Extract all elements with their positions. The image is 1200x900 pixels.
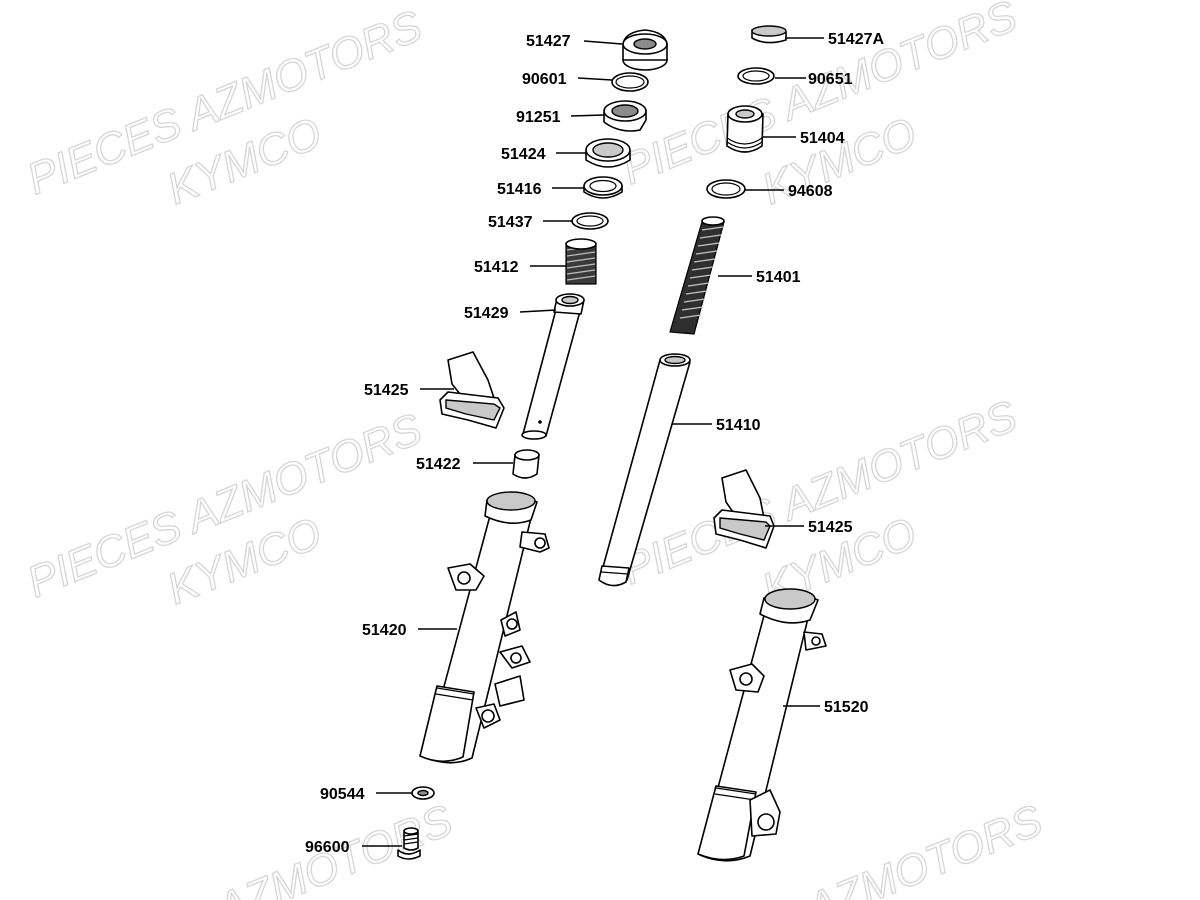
watermark-layer: PIECES AZMOTORS KYMCO PIECES AZMOTORS KY… xyxy=(20,0,1050,900)
label-90544[interactable]: 90544 xyxy=(320,786,365,803)
part-90651-oring[interactable] xyxy=(737,67,775,85)
part-51425-right-cover[interactable] xyxy=(713,469,775,549)
label-51416[interactable]: 51416 xyxy=(497,181,542,198)
label-90601[interactable]: 90601 xyxy=(522,71,567,88)
part-51424-bush[interactable] xyxy=(585,138,631,168)
label-51520[interactable]: 51520 xyxy=(824,699,869,716)
part-51401-main-spring[interactable] xyxy=(669,216,725,335)
part-51422-oil-lock[interactable] xyxy=(512,449,540,479)
label-91251[interactable]: 91251 xyxy=(516,109,561,126)
label-51420[interactable]: 51420 xyxy=(362,622,407,639)
part-51429-damper-rod[interactable] xyxy=(521,293,585,440)
part-51520-right-lower-leg[interactable] xyxy=(697,588,827,862)
part-51420-left-lower-leg[interactable] xyxy=(419,491,550,764)
label-94608[interactable]: 94608 xyxy=(788,183,833,200)
part-90544-washer[interactable] xyxy=(411,786,435,800)
label-51412[interactable]: 51412 xyxy=(474,259,519,276)
part-51410-inner-tube[interactable] xyxy=(598,353,691,587)
part-94608-oring[interactable] xyxy=(706,179,746,199)
part-51427-cap[interactable] xyxy=(622,29,668,71)
label-51425-left[interactable]: 51425 xyxy=(364,382,409,399)
part-91251-seal[interactable] xyxy=(603,100,647,132)
label-51429[interactable]: 51429 xyxy=(464,305,509,322)
part-labels: 51427 51427A 90601 90651 91251 51404 514… xyxy=(305,31,884,856)
part-51416-ring[interactable] xyxy=(583,176,623,199)
label-51437[interactable]: 51437 xyxy=(488,214,533,231)
label-51410[interactable]: 51410 xyxy=(716,417,761,434)
label-51401[interactable]: 51401 xyxy=(756,269,801,286)
leader-lines xyxy=(362,37,824,847)
label-51427[interactable]: 51427 xyxy=(526,33,571,50)
label-96600[interactable]: 96600 xyxy=(305,839,350,856)
part-51427A-cap[interactable] xyxy=(751,25,787,44)
part-51412-spring[interactable] xyxy=(565,238,597,285)
part-51437-washer[interactable] xyxy=(571,212,609,230)
part-51425-left-cover[interactable] xyxy=(439,351,505,429)
label-51422[interactable]: 51422 xyxy=(416,456,461,473)
part-96600-bolt[interactable] xyxy=(397,827,421,860)
label-51427A[interactable]: 51427A xyxy=(828,31,884,48)
label-90651[interactable]: 90651 xyxy=(808,71,853,88)
label-51425-right[interactable]: 51425 xyxy=(808,519,853,536)
part-90601-oring[interactable] xyxy=(611,72,649,92)
part-51404-collar[interactable] xyxy=(726,105,764,153)
label-51404[interactable]: 51404 xyxy=(800,130,845,147)
watermark-text: AZMOTORS xyxy=(798,796,1050,900)
label-51424[interactable]: 51424 xyxy=(501,146,546,163)
